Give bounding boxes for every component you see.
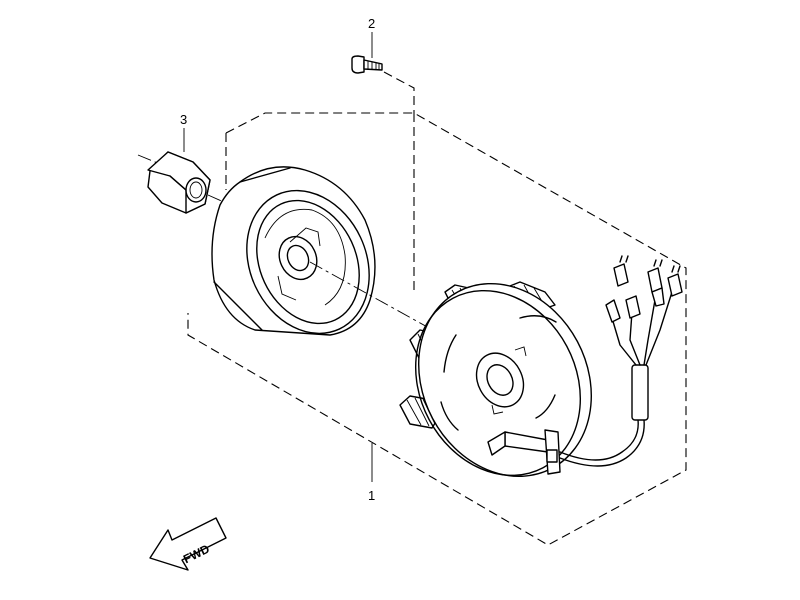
wire-harness[interactable]	[559, 291, 673, 467]
wire-connectors[interactable]	[605, 255, 683, 323]
forward-direction-arrow: FWD	[149, 517, 227, 571]
stator[interactable]	[384, 253, 624, 507]
assembly-boundary	[187, 112, 687, 546]
hex-nut[interactable]	[137, 151, 211, 214]
callout-label: 3	[180, 112, 187, 127]
screw[interactable]	[351, 55, 383, 74]
screw-guide-line	[383, 71, 415, 113]
callout-3: 3	[180, 112, 187, 152]
callout-label: 1	[368, 488, 375, 503]
callout-1: 1	[368, 443, 375, 503]
callout-2: 2	[368, 16, 375, 58]
rotor[interactable]	[211, 166, 392, 354]
nut-centerline	[207, 194, 227, 204]
pickup-sensor[interactable]	[487, 429, 561, 475]
callout-label: 2	[368, 16, 375, 31]
